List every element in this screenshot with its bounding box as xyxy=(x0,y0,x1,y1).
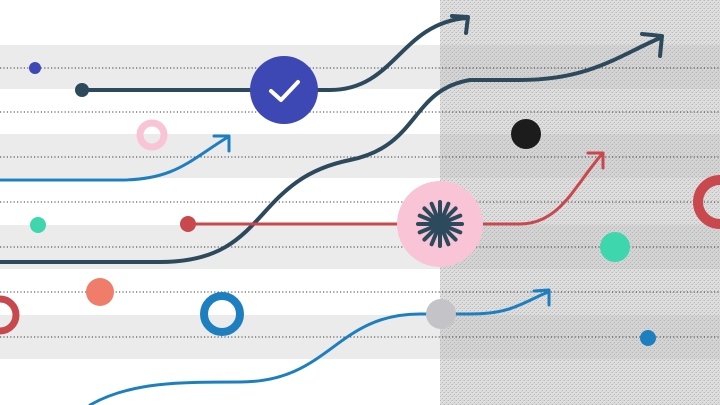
pink-ring xyxy=(136,119,168,151)
teal-dot xyxy=(30,217,46,233)
blue-trend-line-lower xyxy=(88,290,550,405)
burst-badge xyxy=(397,181,483,267)
navy-trend-line-long xyxy=(0,36,662,264)
indigo-dot xyxy=(29,62,41,74)
band xyxy=(0,315,440,359)
arrowhead-icon xyxy=(532,288,551,307)
arrowhead-icon xyxy=(640,32,664,58)
arrowhead-icon xyxy=(212,134,231,153)
teal-dot-right xyxy=(600,232,630,262)
red-trend-line xyxy=(186,152,604,226)
navy-line-start-dot xyxy=(75,83,89,97)
check-badge xyxy=(250,56,318,124)
gray-dot xyxy=(426,299,456,329)
red-line-start-dot xyxy=(180,216,196,232)
band xyxy=(0,45,440,89)
coral-dot xyxy=(86,278,114,306)
check-icon xyxy=(269,80,300,102)
panel-grain xyxy=(440,0,720,405)
arrowhead-icon xyxy=(586,151,605,170)
red-ring-left xyxy=(0,295,20,335)
decorations xyxy=(0,62,720,346)
blue-ring xyxy=(200,292,244,336)
small-blue-dot xyxy=(640,330,656,346)
navy-trend-line-top xyxy=(80,16,468,92)
blue-trend-line-upper xyxy=(0,135,230,182)
red-ring-right xyxy=(693,175,720,229)
texture-panel xyxy=(440,0,720,405)
dotted-rules xyxy=(0,67,720,338)
trend-lines xyxy=(0,14,664,405)
asterisk-burst-icon xyxy=(416,200,464,248)
black-dot xyxy=(511,119,541,149)
arrowhead-icon xyxy=(450,14,470,35)
check-badge-circle xyxy=(250,56,318,124)
